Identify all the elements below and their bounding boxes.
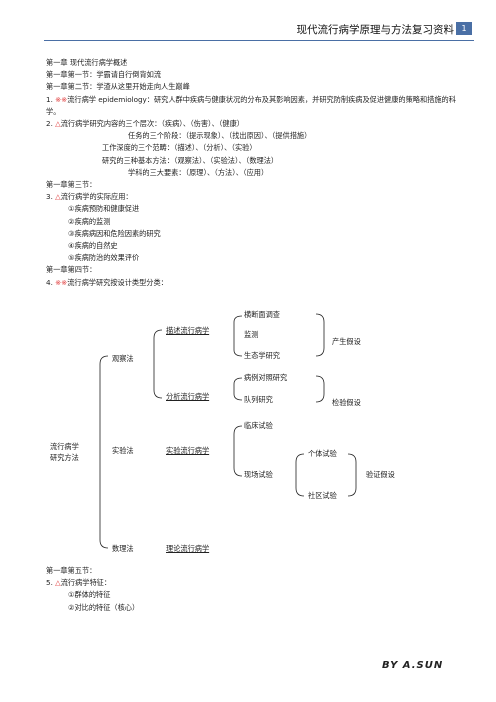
- node-experimental-epidemiology: 实验流行病学: [166, 446, 210, 455]
- item-5-text: 流行病学特征：: [60, 578, 112, 588]
- node-cross-sectional: 横断面调查: [244, 310, 280, 319]
- section-5-heading: 第一章第五节：: [46, 566, 97, 575]
- experimental-bracket: [233, 425, 243, 477]
- label-verify-hypothesis: 验证假设: [366, 470, 395, 479]
- document-title: 现代流行病学原理与方法复习资料: [296, 24, 455, 36]
- node-analytic-epidemiology: 分析流行病学: [166, 392, 210, 401]
- node-cohort: 队列研究: [244, 395, 273, 404]
- node-theoretical-epidemiology: 理论流行病学: [166, 544, 210, 553]
- node-individual-trial: 个体试验: [308, 449, 337, 458]
- item-3-list-4: ④疾病的自然史: [68, 241, 118, 251]
- node-descriptive-epidemiology: 描述流行病学: [166, 326, 210, 335]
- root-label-line1: 流行病学研究方法: [50, 441, 80, 463]
- section-2-heading: 第一章第二节：学渣从这里开始走向人生巅峰: [46, 82, 190, 92]
- generate-bracket: [315, 313, 325, 357]
- item-1-importance-mark: ※※: [55, 94, 68, 104]
- root-label: 流行病学研究方法: [50, 442, 79, 462]
- author-signature: BY A.SUN: [382, 660, 444, 671]
- item-3-list-2: ②疾病的监测: [68, 216, 111, 226]
- node-experiment: 实验法: [112, 446, 134, 455]
- item-5: 5. △流行病学特征：: [46, 577, 139, 589]
- label-generate-hypothesis: 产生假设: [332, 337, 361, 346]
- item-1-text: 流行病学 epidemiology：研究人群中疾病与健康状况的分布及其影响因素，…: [46, 94, 456, 116]
- item-3-list-1: ①疾病预防和健康促进: [68, 204, 140, 214]
- item-4-importance-mark: ※※: [55, 277, 68, 287]
- test-bracket: [315, 375, 325, 403]
- item-1-number: 1.: [46, 94, 53, 104]
- item-5-number: 5.: [46, 578, 53, 588]
- page-number: 1: [456, 22, 472, 35]
- item-2-text: 流行病学研究内容的三个层次：（疾病）、（伤害）、（健康）: [60, 119, 244, 129]
- node-field-trial: 现场试验: [244, 470, 273, 479]
- descriptive-bracket: [233, 315, 243, 357]
- item-2-line-b: 任务的三个阶段：（提示现象）、（找出原因）、（提供措施）: [128, 131, 312, 141]
- section-5: 第一章第五节： 5. △流行病学特征： ①群体的特征 ②对比的特征（核心）: [46, 565, 139, 614]
- item-2-line-e: 学科的三大要素：（原理）、（方法）、（应用）: [128, 167, 269, 177]
- item-2-importance-mark: △: [55, 119, 61, 129]
- classification-diagram: 流行病学研究方法 观察法 实验法 数理法 描述流行病学 分析流行病学 实验流行病…: [46, 308, 456, 558]
- chapter-heading: 第一章 现代流行病学概述: [46, 58, 128, 67]
- item-4: 4. ※※流行病学研究按设计类型分类：: [46, 277, 456, 289]
- node-math: 数理法: [112, 544, 134, 553]
- item-3-list-5: ⑤疾病防治的效果评价: [68, 253, 140, 263]
- item-3-number: 3.: [46, 192, 53, 202]
- verify-bracket: [347, 453, 357, 497]
- diagram-connectors: [99, 313, 357, 549]
- item-3-importance-mark: △: [55, 192, 61, 202]
- analytic-bracket: [233, 377, 243, 401]
- node-community-trial: 社区试验: [308, 491, 337, 500]
- item-3-text: 流行病学的实际应用：: [60, 192, 133, 202]
- header-divider: [44, 40, 474, 41]
- item-2-line-d: 研究的三种基本方法：（观察法）、（实验法）、（数理法）: [102, 155, 279, 165]
- item-5-list-1: ①群体的特征: [68, 590, 111, 600]
- root-bracket: [99, 355, 109, 549]
- item-1: 1. ※※流行病学 epidemiology：研究人群中疾病与健康状况的分布及其…: [46, 94, 456, 118]
- node-clinical-trial: 临床试验: [244, 421, 273, 430]
- node-surveillance: 监测: [244, 330, 259, 339]
- section-4-heading: 第一章第四节：: [46, 265, 97, 275]
- item-2-number: 2.: [46, 119, 53, 129]
- item-3-list-3: ③疾病病因和危险因素的研究: [68, 228, 161, 238]
- item-3: 3. △流行病学的实际应用：: [46, 191, 456, 203]
- item-2: 2. △流行病学研究内容的三个层次：（疾病）、（伤害）、（健康）: [46, 118, 456, 130]
- field-bracket: [295, 453, 305, 497]
- observe-bracket: [153, 329, 163, 399]
- node-observation: 观察法: [112, 354, 134, 363]
- item-4-number: 4.: [46, 277, 53, 287]
- item-5-importance-mark: △: [55, 578, 61, 588]
- section-1-heading: 第一章第一节：学霸请自行倒背如流: [46, 70, 162, 80]
- item-4-text: 流行病学研究按设计类型分类：: [67, 277, 168, 287]
- label-test-hypothesis: 检验假设: [332, 398, 361, 407]
- section-3-heading: 第一章第三节：: [46, 180, 97, 190]
- item-2-line-c: 工作深度的三个范畴：（描述）、（分析）、（实验）: [102, 143, 257, 153]
- item-5-list-2: ②对比的特征（核心）: [68, 602, 140, 612]
- document-body: 第一章 现代流行病学概述 第一章第一节：学霸请自行倒背如流 第一章第二节：学渣从…: [46, 57, 456, 289]
- node-ecological: 生态学研究: [244, 351, 280, 360]
- node-case-control: 病例对照研究: [244, 373, 288, 382]
